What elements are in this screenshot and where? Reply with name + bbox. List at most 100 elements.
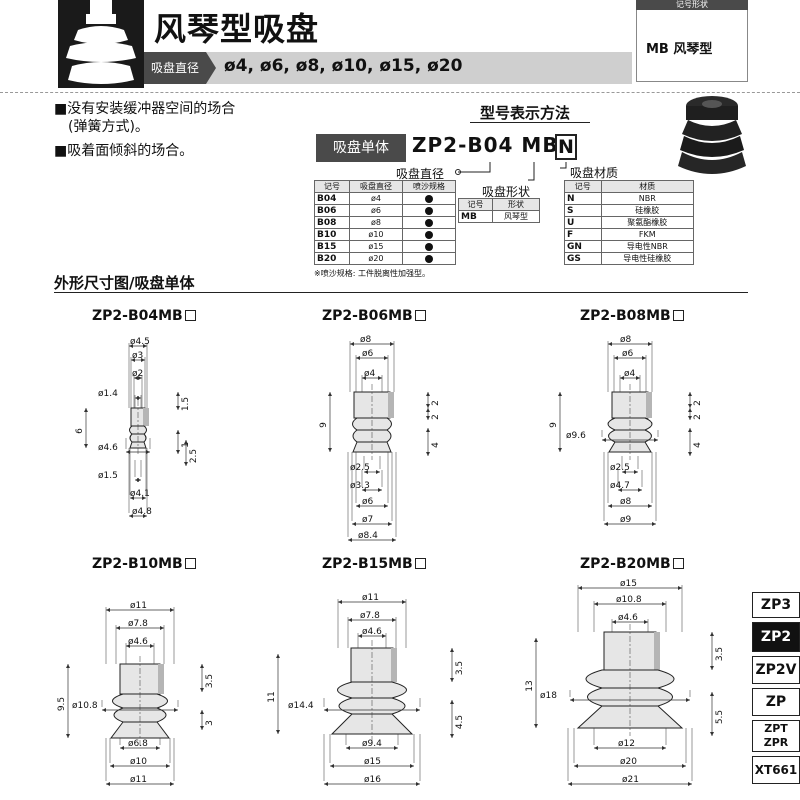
dim-arrow [634, 470, 638, 474]
dim-label: ø8 [620, 497, 632, 507]
shape-caption: 吸盘形状 [482, 185, 531, 199]
dim-arrow [612, 620, 616, 624]
dim-arrow [426, 392, 430, 396]
dim-arrow [184, 462, 188, 466]
dim-arrow [688, 392, 692, 396]
dim-arrow [324, 708, 328, 712]
dim-arrow [126, 644, 130, 648]
dim-arrow [574, 764, 578, 768]
dim-arrow [410, 764, 414, 768]
available-dot [424, 242, 433, 251]
tab-zp[interactable]: ZP [752, 688, 800, 716]
dim-arrow [688, 782, 692, 786]
dim-arrow [106, 608, 110, 612]
dim-arrow [652, 522, 656, 526]
dim-arrow [84, 408, 88, 412]
tab-zp2[interactable]: ZP2 [752, 622, 800, 652]
feature-2: ■吸着面倾斜的场合。 [54, 143, 194, 159]
dim-arrow [426, 416, 430, 420]
dim-arrow [176, 406, 180, 410]
dim-arrow [324, 782, 328, 786]
designation-leaders [455, 162, 567, 181]
dim-label: ø6 [362, 497, 374, 507]
dim-label: ø3.3 [350, 481, 370, 491]
dim-arrow [450, 648, 454, 652]
dim-arrow [678, 586, 682, 590]
dim-label: ø4.6 [98, 443, 118, 453]
tab-zp2v[interactable]: ZP2V [752, 656, 800, 684]
dim-label: ø4.6 [128, 637, 148, 647]
dim-arrow [137, 396, 141, 400]
dim-label: 2 [693, 400, 703, 406]
tab-zp3[interactable]: ZP3 [752, 592, 800, 618]
dim-arrow [84, 444, 88, 448]
dim-arrow [362, 376, 366, 380]
dim-arrow [608, 504, 612, 508]
dim-label: ø2.5 [350, 463, 370, 473]
dim-arrow [654, 438, 658, 442]
dim-label: ø15 [364, 757, 381, 767]
dim-arrow [66, 734, 70, 738]
dim-label: ø1.4 [98, 389, 118, 399]
dim-arrow [710, 632, 714, 636]
dim-arrow [688, 416, 692, 420]
dim-label: ø7.8 [360, 611, 380, 621]
dim-arrow [662, 602, 666, 606]
dim-label: ø2.5 [610, 463, 630, 473]
dim-arrow [638, 488, 642, 492]
dim-arrow [392, 618, 396, 622]
dim-arrow [710, 666, 714, 670]
dim-arrow [426, 408, 430, 412]
dim-label: ø3 [132, 351, 143, 361]
dim-label: ø9 [620, 515, 632, 525]
dim-arrow [352, 522, 356, 526]
dim-arrow [534, 724, 538, 728]
dim-arrow [648, 342, 652, 346]
dim-label: ø4 [624, 369, 636, 379]
dim-arrow [642, 356, 646, 360]
dim-arrow [688, 404, 692, 408]
dim-label: 3.5 [455, 661, 465, 675]
pad-section [143, 408, 149, 426]
available-dot [424, 230, 433, 239]
dim-label: ø11 [130, 775, 147, 785]
dim-arrow [129, 344, 133, 348]
dim-label: ø10.8 [72, 701, 98, 711]
dim-arrow [570, 698, 574, 702]
dim-label: ø18 [540, 691, 557, 701]
dim-arrow [146, 450, 150, 454]
dim-arrow [338, 600, 342, 604]
dim-arrow [390, 342, 394, 346]
tab-xt661[interactable]: XT661 [752, 756, 800, 784]
dim-label: ø11 [130, 601, 147, 611]
dim-arrow [137, 478, 141, 482]
dim-arrow [450, 700, 454, 704]
dim-label: ø12 [618, 739, 635, 749]
dim-arrow [686, 698, 690, 702]
dim-arrow [66, 664, 70, 668]
dim-arrow [350, 342, 354, 346]
material-caption: 吸盘材质 [570, 166, 619, 180]
available-dot [424, 254, 433, 263]
dim-arrow [356, 504, 360, 508]
dim-arrow [129, 514, 133, 518]
type-box-header: 记号形状 [636, 0, 748, 10]
dim-label: 4 [431, 442, 441, 448]
dim-label: 2 [431, 400, 441, 406]
dim-arrow [384, 504, 388, 508]
dim-arrow [710, 732, 714, 736]
dim-arrow [622, 470, 626, 474]
dim-arrow [110, 764, 114, 768]
dim-label: 1.5 [181, 397, 191, 411]
dim-label: ø15 [620, 579, 637, 589]
dim-label: ø16 [364, 775, 381, 785]
model-name-b06: ZP2-B06MB [322, 308, 426, 324]
model-name-b15: ZP2-B15MB [322, 556, 426, 572]
available-dot [424, 206, 433, 215]
dim-arrow [614, 356, 618, 360]
pad-photo [676, 92, 748, 182]
pad-section [388, 392, 394, 418]
